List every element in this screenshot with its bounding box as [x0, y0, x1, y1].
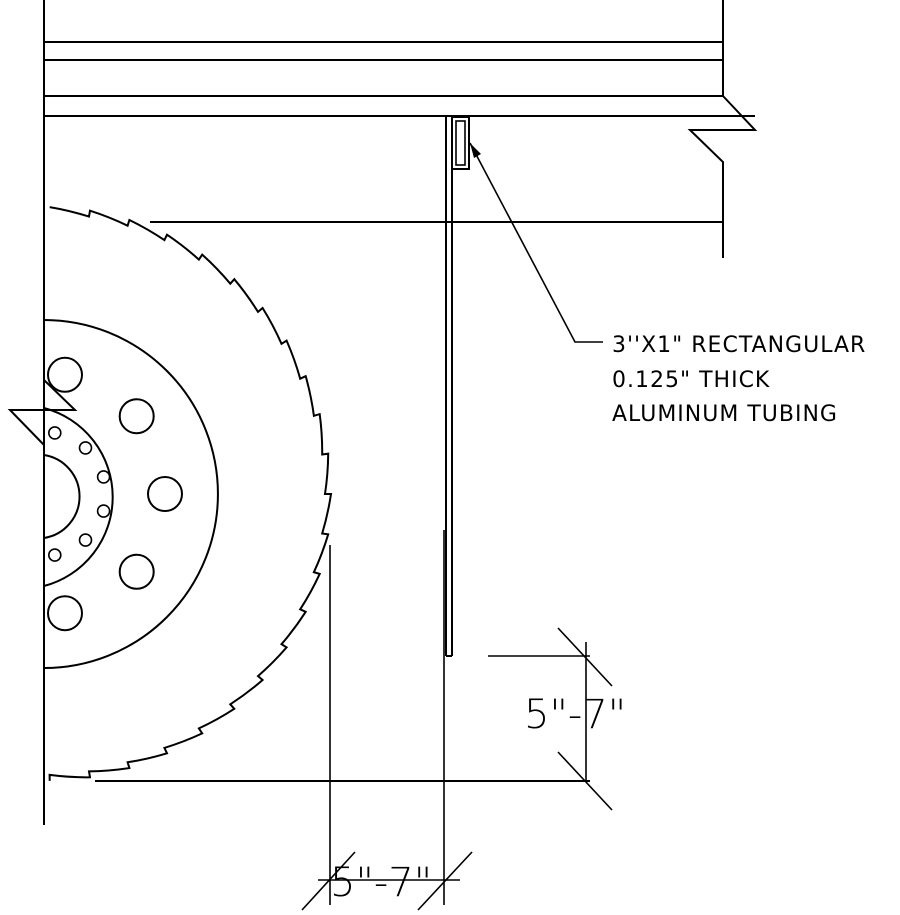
- hub-center-circle: [43, 454, 81, 539]
- break-line-left: [7, 350, 78, 446]
- hdim-tick-left: [301, 851, 356, 911]
- hub-circle: [43, 407, 114, 587]
- hub-bolt-hole: [47, 548, 62, 562]
- hub-bolt-holes: [47, 426, 111, 562]
- callout-line-1: 3''X1" RECTANGULAR: [612, 333, 866, 358]
- leader-line: [469, 142, 603, 343]
- lug-holes: [47, 356, 183, 632]
- tubing-outer: [451, 116, 470, 170]
- tire: [48, 206, 333, 781]
- hub-bolt-hole: [78, 533, 93, 547]
- vdim-tick-bottom: [557, 751, 613, 811]
- tire-tread-outline: [48, 206, 333, 781]
- tubing-inner: [455, 120, 466, 166]
- truck-body: [43, 0, 758, 825]
- hub-bolt-hole: [78, 441, 93, 455]
- aluminum-tubing: [451, 116, 470, 170]
- hdim-tick-right: [417, 851, 473, 911]
- vertical-dimension-label: 5"-7": [524, 692, 626, 738]
- horizontal-dimension: [301, 530, 473, 911]
- leader-arrowhead: [470, 143, 481, 158]
- wheel: [43, 319, 219, 669]
- hub-bolt-hole: [96, 504, 111, 518]
- callout-line-3: ALUMINUM TUBING: [612, 402, 838, 427]
- lug-hole: [47, 356, 83, 393]
- lug-hole: [47, 595, 83, 632]
- guard-plate: [445, 116, 453, 657]
- horizontal-dimension-label: 5"-7": [330, 860, 432, 906]
- callout-leader: [469, 142, 603, 343]
- lug-hole: [118, 553, 155, 590]
- vertical-dimension: [488, 627, 613, 811]
- hub-bolt-hole: [96, 470, 111, 484]
- break-line-right: [687, 95, 758, 258]
- lug-hole: [118, 398, 155, 435]
- rim-circle: [43, 319, 219, 669]
- vdim-tick-top: [557, 627, 613, 687]
- hub-bolt-hole: [47, 426, 62, 440]
- callout-line-2: 0.125" THICK: [612, 368, 770, 393]
- lug-hole: [147, 476, 183, 512]
